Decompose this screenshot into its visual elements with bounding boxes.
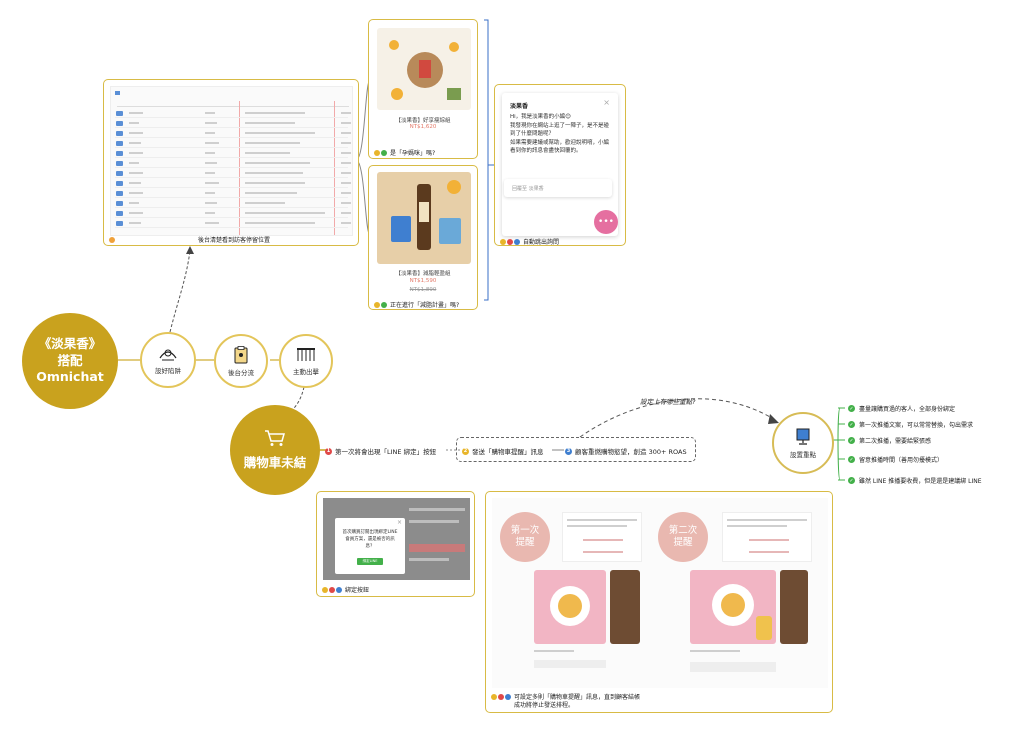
backend-caption: 後台清楚看到訪客停留位置 [198,237,271,244]
step-number-2: 2 [462,447,469,455]
flow-step-1-text: 第一次將會出現「LINE 綁定」按鈕 [335,448,437,456]
center-node: 《淡果香》 搭配 Omnichat [22,313,118,409]
color-dots-icon [322,586,342,593]
backend-caption-row: 後台清楚看到訪客停留位置 [109,235,270,244]
step-take-action: 主動出擊 [279,334,333,388]
shopping-cart-icon [264,429,286,447]
step-backend-routing: 後台分流 [214,334,268,388]
key-point-item: ✓第一次推播文案，可以常常替換，勾出需求 [848,421,974,429]
check-icon: ✓ [848,477,855,484]
chat-bubble-button[interactable]: ••• [594,210,618,234]
cart-title: 購物車未結 [243,454,307,470]
flow-steps-group [456,437,696,462]
product-price: NT$1,590 [409,278,437,284]
key-point-item: ✓留意推播時間（善用勿擾模式） [848,456,944,464]
flow-step-3: 3 顧客重燃購物慾望，創造 300+ ROAS [565,446,687,456]
center-title: 《淡果香》 搭配 Omnichat [36,335,104,385]
product2-caption: 正在進行「減脂計畫」嗎? [390,302,460,309]
bind-caption-row: 綁定按鈕 [322,585,369,594]
bind-dialog: × 首次購買訂閱出現綁定LINE會員方案，還是被否的訊息？ 綁定LINE [335,518,405,574]
second-reminder-stamp: 第二次 提醒 [658,512,708,562]
first-reminder-product-photo [534,570,606,644]
flow-step-3-text: 顧客重燃購物慾望，創造 300+ ROAS [575,448,687,456]
flow-question: 設定上有哪些重點? [640,398,696,406]
check-icon: ✓ [848,405,855,412]
step-label: 主動出擊 [293,367,319,376]
product2-caption-row: 正在進行「減脂計畫」嗎? [374,300,459,309]
clipboard-icon [233,345,249,364]
key-points-node: 設置重點 [772,412,834,474]
bind-line-button[interactable]: 綁定LINE [357,558,383,565]
product-photo [377,172,471,264]
bind-button-card: × 首次購買訂閱出現綁定LINE會員方案，還是被否的訊息？ 綁定LINE 綁定按… [316,491,475,597]
flow-step-2: 2 發送「購物車提醒」訊息 [462,446,544,456]
chat-popup: 淡果香 × Hi，我是淡果香的小編😊 我發現你在網站上逛了一陣子，是不是碰到了什… [502,93,618,236]
dialog-close-icon[interactable]: × [396,519,402,526]
product-card-diet: 【淡果香】減脂輕盈組 NT$1,590 NT$1,890 正在進行「減脂計畫」嗎… [368,165,478,310]
reminder-card: 第一次 提醒 第二次 提醒 可設定多則「購物車提醒」訊息，直到顧客結帳 成功將停… [485,491,833,713]
chat-title: 淡果香 [510,103,529,110]
check-icon: ✓ [848,421,855,428]
step-label: 設好陷阱 [155,366,181,375]
monitor-stand-icon [795,428,811,446]
first-reminder-stamp: 第一次 提醒 [500,512,550,562]
second-reminder-product-photo [690,570,776,644]
cart-node: 購物車未結 [230,405,320,495]
product-name: 【淡果香】好享瘦綜組 [395,118,451,124]
check-icon: ✓ [848,437,855,444]
product-card-pregnant: 【淡果香】好享瘦綜組 NT$1,620 是「孕媽咪」嗎? [368,19,478,159]
first-reminder-message [562,512,642,562]
product-price: NT$1,620 [409,124,437,130]
reminder-caption: 可設定多則「購物車提醒」訊息，直到顧客結帳 成功將停止發送排程。 [514,694,641,710]
trap-net-icon [158,346,178,362]
chat-card: 淡果香 × Hi，我是淡果香的小編😊 我發現你在網站上逛了一陣子，是不是碰到了什… [494,84,626,246]
close-icon[interactable]: × [603,98,610,107]
color-dots-icon [491,694,511,700]
reminder-caption-row: 可設定多則「購物車提醒」訊息，直到顧客結帳 成功將停止發送排程。 [491,694,640,710]
key-point-item: ✓盡量讓購買過的客人，全部身份綁定 [848,405,956,413]
chat-message: Hi，我是淡果香的小編😊 我發現你在網站上逛了一陣子，是不是碰到了什麼問題呢？ … [510,114,610,155]
chat-caption: 自動跳出詢問 [523,239,560,246]
theater-curtain-icon [296,347,316,363]
product1-caption: 是「孕媽咪」嗎? [390,150,436,157]
color-dots-icon [500,238,520,245]
backend-card: 後台清楚看到訪客停留位置 [103,79,359,246]
key-points-title: 設置重點 [790,450,816,459]
step-number-1: 1 [325,447,332,455]
step-label: 後台分流 [228,368,254,377]
color-dots-icon [374,149,387,156]
visitor-table-screenshot [110,86,353,236]
bind-caption: 綁定按鈕 [345,587,370,594]
dialog-text: 首次購買訂閱出現綁定LINE會員方案，還是被否的訊息？ [342,530,398,549]
check-icon: ✓ [848,456,855,463]
product-old-price: NT$1,890 [409,287,437,293]
step-number-3: 3 [565,447,572,455]
orange-bullet-icon [109,236,115,243]
product1-caption-row: 是「孕媽咪」嗎? [374,148,435,157]
step-set-trap: 設好陷阱 [140,332,196,388]
chat-caption-row: 自動跳出詢問 [500,237,560,246]
flow-step-1: 1 第一次將會出現「LINE 綁定」按鈕 [325,446,436,456]
color-dots-icon [374,301,387,308]
chat-reply-input[interactable]: 回覆至 淡果香 [504,179,612,197]
second-reminder-message [722,512,812,562]
key-point-item: ✓第二次推播，需要給緊張感 [848,437,932,445]
key-point-item: ✓雖然 LINE 推播要收費，但是還是建議綁 LINE [848,477,982,485]
flow-step-2-text: 發送「購物車提醒」訊息 [472,448,544,456]
product-photo [377,28,471,110]
product-name: 【淡果香】減脂輕盈組 [395,271,451,277]
